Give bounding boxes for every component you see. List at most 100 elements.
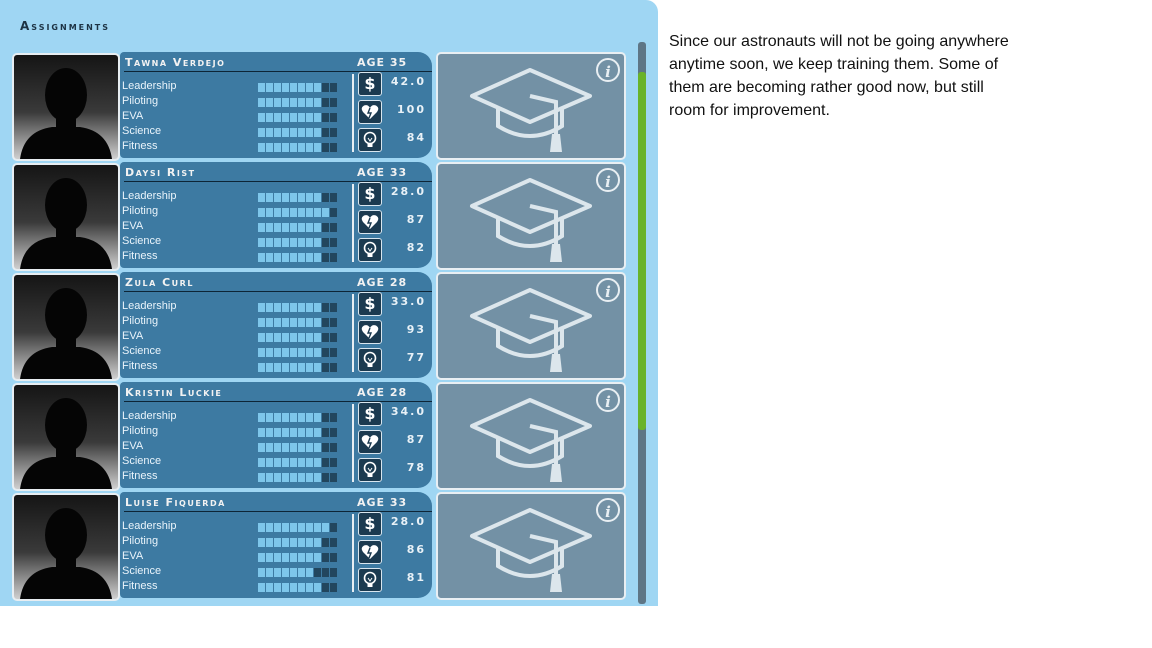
info-icon[interactable]: i [596, 58, 620, 82]
scrollbar-thumb[interactable] [638, 72, 646, 430]
skill-row: Fitness [122, 470, 352, 485]
skill-label: Fitness [122, 140, 158, 152]
info-icon[interactable]: i [596, 388, 620, 412]
health-stat: 100 [358, 100, 430, 126]
assignment-slot[interactable]: i [436, 162, 626, 270]
skill-bar-segment [274, 253, 281, 262]
heart-icon [358, 210, 382, 234]
skill-bar-segment [258, 98, 265, 107]
skill-bar-segment [314, 413, 321, 422]
skill-bar-segment [258, 348, 265, 357]
skill-bar-segment [314, 568, 321, 577]
skill-bar-segment [322, 348, 329, 357]
crew-age: AGE 33 [357, 166, 408, 179]
info-icon[interactable]: i [596, 278, 620, 302]
skill-bar-segment [306, 413, 313, 422]
info-icon[interactable]: i [596, 498, 620, 522]
health-stat: 87 [358, 430, 430, 456]
astronaut-portrait[interactable] [12, 163, 120, 271]
creativity-stat: 81 [358, 568, 430, 594]
skill-bar-segment [306, 583, 313, 592]
skill-bar-segment [282, 193, 289, 202]
skill-bar-segment [322, 98, 329, 107]
skill-bar-segment [330, 83, 337, 92]
skill-bar-segment [282, 363, 289, 372]
skill-bar-segment [314, 83, 321, 92]
skill-bar [258, 318, 337, 327]
skill-bar-segment [282, 523, 289, 532]
skill-bar-segment [258, 473, 265, 482]
skill-bar-segment [322, 83, 329, 92]
skill-bar [258, 143, 337, 152]
info-icon[interactable]: i [596, 168, 620, 192]
skill-bar-segment [282, 303, 289, 312]
skill-bar-segment [314, 113, 321, 122]
heart-icon [358, 430, 382, 454]
skill-bar-segment [306, 318, 313, 327]
skill-bar-segment [290, 458, 297, 467]
skill-bar-segment [258, 223, 265, 232]
astronaut-portrait[interactable] [12, 273, 120, 381]
assignment-slot[interactable]: i [436, 382, 626, 490]
skill-bar-segment [314, 428, 321, 437]
salary-value: 33.0 [390, 295, 426, 308]
skill-bar-segment [314, 538, 321, 547]
skill-bar-segment [266, 98, 273, 107]
crew-age: AGE 33 [357, 496, 408, 509]
assignment-slot[interactable]: i [436, 52, 626, 160]
skill-bar-segment [314, 223, 321, 232]
skill-bar-segment [306, 128, 313, 137]
salary-stat: $34.0 [358, 402, 430, 428]
skill-bar [258, 583, 337, 592]
graduation-cap-icon [470, 508, 592, 592]
skill-bar-segment [266, 348, 273, 357]
header-divider [124, 511, 432, 512]
astronaut-portrait[interactable] [12, 383, 120, 491]
skill-bar-segment [282, 348, 289, 357]
skill-bar-segment [274, 238, 281, 247]
silhouette-icon [20, 508, 112, 599]
skill-row: Leadership [122, 300, 352, 315]
graduation-cap-icon [470, 178, 592, 262]
skill-bar-segment [298, 128, 305, 137]
assignment-slot[interactable]: i [436, 272, 626, 380]
skill-bar-segment [290, 363, 297, 372]
skill-label: EVA [122, 440, 144, 452]
skill-bar-segment [266, 223, 273, 232]
skill-row: EVA [122, 330, 352, 345]
skill-row: Science [122, 235, 352, 250]
heart-icon [358, 540, 382, 564]
skill-row: Fitness [122, 250, 352, 265]
astronaut-portrait[interactable] [12, 53, 120, 161]
skill-bar-segment [258, 538, 265, 547]
skill-bar-segment [274, 83, 281, 92]
stats-divider [352, 514, 354, 592]
skill-bar-segment [274, 223, 281, 232]
skill-bar-segment [298, 318, 305, 327]
creativity-stat: 82 [358, 238, 430, 264]
skill-bar-segment [266, 428, 273, 437]
skill-bar-segment [266, 193, 273, 202]
caption-text: Since our astronauts will not be going a… [669, 33, 1009, 119]
dollar-icon: $ [358, 292, 382, 316]
skill-bar-segment [314, 473, 321, 482]
health-value: 93 [406, 323, 426, 336]
astronaut-portrait[interactable] [12, 493, 120, 601]
skill-label: Science [122, 345, 162, 357]
creativity-value: 78 [406, 461, 426, 474]
skill-row: Piloting [122, 535, 352, 550]
skill-bar-segment [274, 413, 281, 422]
skill-bar-segment [314, 523, 321, 532]
assignment-slot[interactable]: i [436, 492, 626, 600]
silhouette-icon [20, 398, 112, 489]
skill-bar-segment [282, 553, 289, 562]
stats-divider [352, 184, 354, 262]
